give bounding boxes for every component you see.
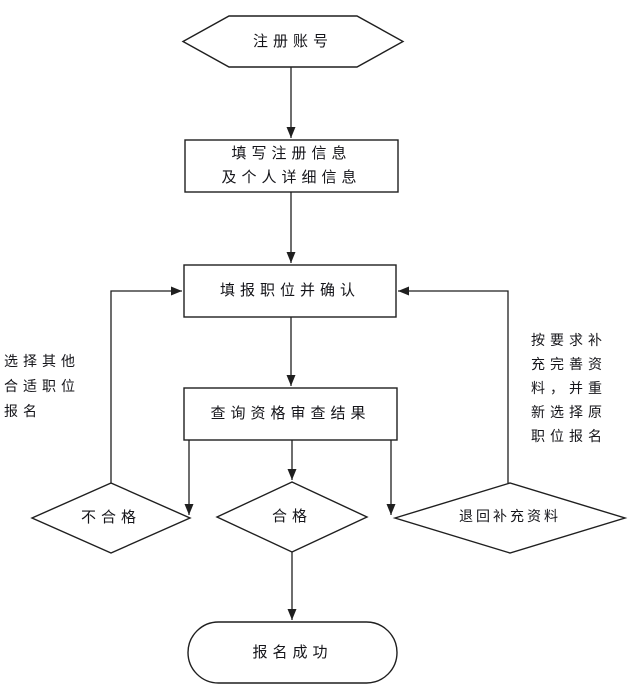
start-hexagon: [181, 15, 405, 68]
feedback-return-to-apply: [398, 286, 509, 483]
apply-position-rect: [183, 264, 397, 318]
feedback-unqualified-to-apply: [110, 286, 182, 483]
check-result-rect: [183, 387, 398, 441]
unqualified-diamond: [30, 482, 192, 554]
success-terminator: [187, 621, 398, 684]
qualified-diamond: [215, 481, 369, 553]
fill-info-rect: [184, 139, 399, 193]
return-supplement-diamond: [392, 482, 628, 554]
